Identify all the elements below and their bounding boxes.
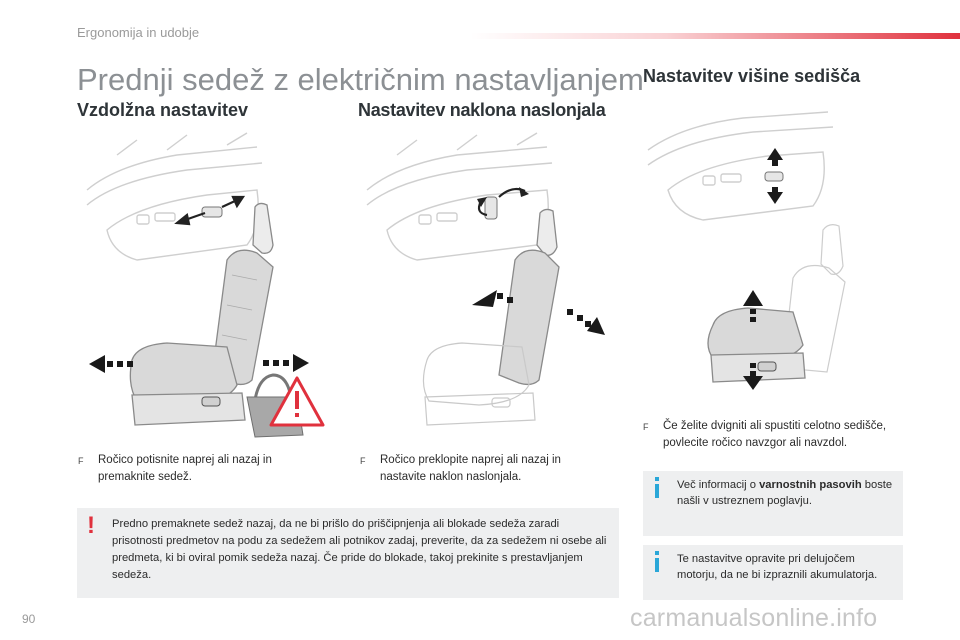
info-box-engine: Te nastavitve opravite pri delujočem mot… bbox=[643, 545, 903, 600]
info-box-seatbelts: Več informacij o varnostnih pasovih bost… bbox=[643, 471, 903, 536]
header-rule bbox=[470, 33, 960, 39]
bullet-longitudinal: F Ročico potisnite naprej ali nazaj in p… bbox=[78, 452, 308, 492]
bullet-marker: F bbox=[643, 422, 649, 432]
bullet-height: F Če želite dvigniti ali spustiti celotn… bbox=[643, 418, 903, 470]
bullet-backrest: F Ročico preklopite naprej ali nazaj in … bbox=[360, 452, 600, 492]
chapter-header: Ergonomija in udobje bbox=[77, 25, 200, 40]
section-title-longitudinal: Vzdolžna nastavitev bbox=[77, 100, 249, 120]
section-title-backrest: Nastavitev naklona naslonjala bbox=[358, 100, 606, 120]
seat-longitudinal-illustration bbox=[86, 132, 325, 438]
page-title: Prednji sedež z električnim nastavljanje… bbox=[77, 62, 644, 97]
info-text: Te nastavitve opravite pri delujočem mot… bbox=[677, 553, 878, 581]
seat-backrest-illustration bbox=[366, 132, 605, 426]
info-text-part: Več informacij o bbox=[677, 479, 760, 491]
bullet-text: Če želite dvigniti ali spustiti celotno … bbox=[663, 420, 887, 449]
bullet-text: Ročico potisnite naprej ali nazaj in pre… bbox=[98, 454, 272, 483]
seat-height-illustration bbox=[647, 111, 846, 390]
info-text-part: boste našli v ustreznem poglavju. bbox=[677, 479, 893, 507]
info-text-bold: varnostnih pasovih bbox=[759, 479, 862, 491]
page-number: 90 bbox=[22, 612, 36, 626]
info-icon bbox=[653, 551, 661, 573]
section-title-height: Nastavitev višine sedišča bbox=[643, 66, 861, 86]
warning-icon: ! bbox=[87, 512, 95, 539]
warning-box: ! Predno premaknete sedež nazaj, da ne b… bbox=[77, 508, 619, 598]
watermark: carmanualsonline.info bbox=[630, 604, 878, 632]
info-text: Več informacij o varnostnih pasovih bost… bbox=[677, 477, 897, 509]
warning-text: Predno premaknete sedež nazaj, da ne bi … bbox=[112, 518, 607, 581]
bullet-text: Ročico preklopite naprej ali nazaj in na… bbox=[380, 454, 561, 483]
bullet-marker: F bbox=[78, 456, 84, 466]
bullet-marker: F bbox=[360, 456, 366, 466]
info-icon bbox=[653, 477, 661, 499]
